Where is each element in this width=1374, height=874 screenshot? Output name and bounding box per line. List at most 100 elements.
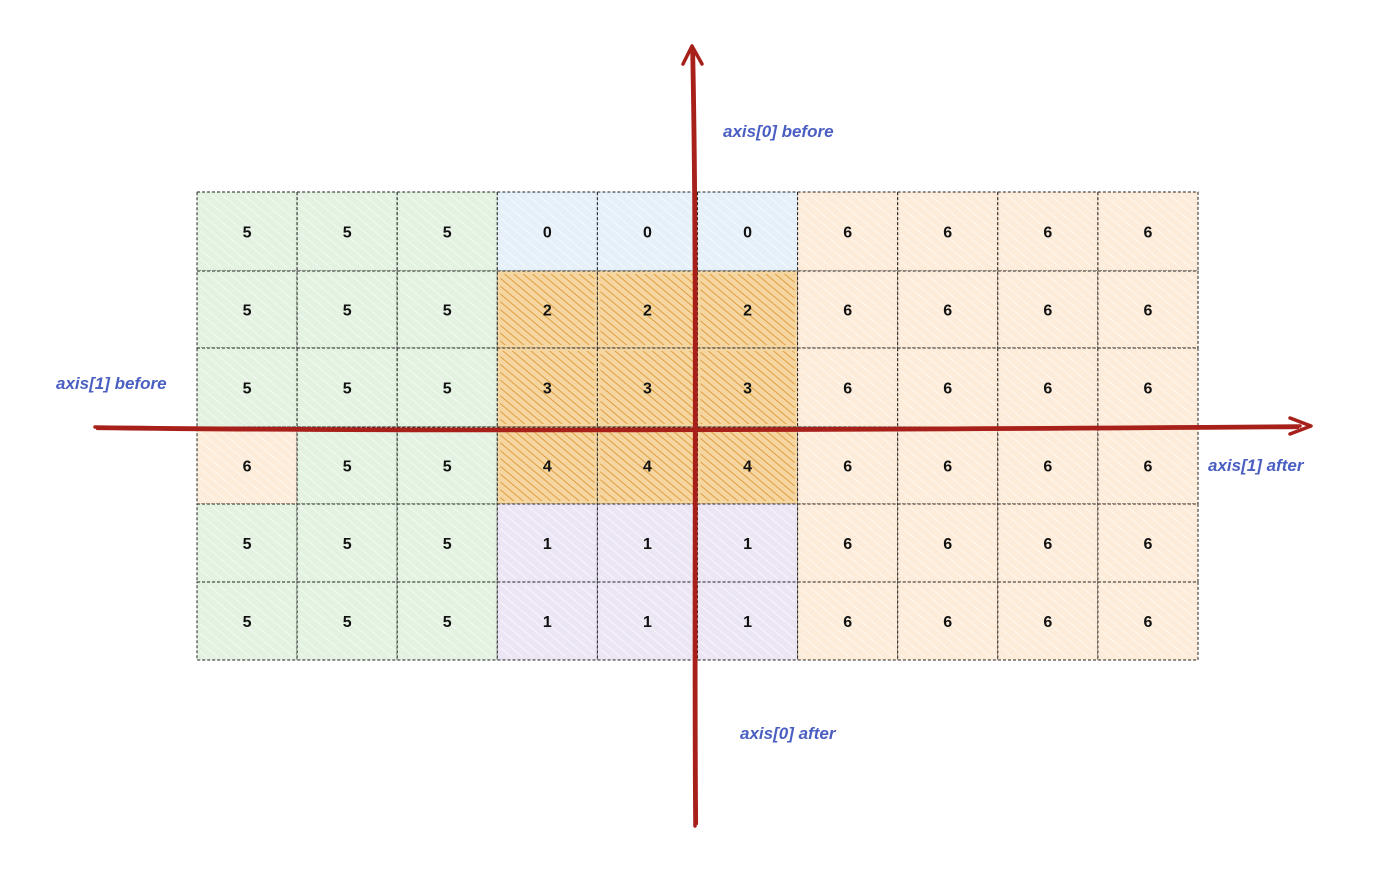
grid-cell: 0 (596, 191, 699, 272)
cell-hatch (1100, 430, 1195, 501)
cell-hatch (600, 585, 695, 657)
cell-border (1097, 581, 1199, 661)
cell-value: 0 (643, 225, 652, 242)
cell-value: 4 (543, 459, 552, 476)
cell-hatch (1000, 507, 1095, 579)
cell-value: 1 (543, 614, 552, 631)
axis1-arrowhead (1288, 416, 1313, 436)
cell-value: 6 (943, 459, 952, 476)
grid-cell: 6 (897, 191, 999, 272)
grid-cell: 6 (797, 426, 899, 505)
cell-value: 6 (1043, 225, 1052, 242)
cell-hatch (700, 430, 795, 501)
axis0-arrow-line (690, 48, 697, 828)
grid-cell: 6 (797, 503, 899, 583)
grid-cell: 6 (797, 347, 899, 428)
cell-hatch (800, 351, 895, 424)
axis0-arrowhead (681, 44, 704, 66)
cell-border (496, 191, 598, 272)
cell-value: 4 (643, 459, 652, 476)
grid-cell: 1 (697, 503, 799, 583)
grid-cell: 6 (997, 426, 1099, 505)
grid-cell: 5 (396, 347, 498, 428)
cell-hatch (400, 351, 495, 424)
cell-value: 6 (843, 381, 852, 398)
cell-value: 5 (243, 303, 252, 320)
grid-cell: 5 (396, 581, 498, 661)
cell-border (596, 503, 699, 583)
cell-hatch (900, 274, 995, 345)
cell-border (296, 581, 398, 661)
grid-cell: 6 (997, 347, 1099, 428)
cell-border (797, 503, 899, 583)
cell-value: 1 (643, 536, 652, 553)
grid-cell: 3 (496, 347, 598, 428)
grid-cell: 0 (697, 191, 799, 272)
cell-hatch (1000, 430, 1095, 501)
cell-hatch (300, 274, 395, 345)
cell-hatch (1100, 351, 1195, 424)
cell-hatch (700, 274, 795, 345)
cell-border (697, 347, 799, 428)
axes (93, 44, 1313, 828)
cell-value: 6 (843, 225, 852, 242)
cell-border (396, 191, 498, 272)
cell-hatch (300, 585, 395, 657)
cell-value: 6 (1043, 536, 1052, 553)
cell-value: 6 (1043, 303, 1052, 320)
grid-cell: 2 (697, 270, 799, 349)
cell-value: 5 (443, 303, 452, 320)
cell-value: 5 (343, 303, 352, 320)
cell-value: 2 (743, 303, 752, 320)
grid-cell: 6 (797, 581, 899, 661)
grid-cell: 5 (296, 581, 398, 661)
grid-cell: 1 (496, 581, 598, 661)
cell-hatch (700, 351, 795, 424)
grid-cell: 1 (596, 581, 699, 661)
cell-hatch (900, 351, 995, 424)
cell-value: 5 (343, 536, 352, 553)
cell-hatch (200, 585, 295, 657)
grid-cell: 6 (897, 347, 999, 428)
grid-cell: 5 (196, 270, 298, 349)
cell-value: 0 (543, 225, 552, 242)
cell-hatch (1100, 585, 1195, 657)
axis0-arrow-line-sketch (692, 50, 699, 826)
cell-value: 6 (843, 614, 852, 631)
cell-border (897, 191, 999, 272)
cell-value: 1 (543, 536, 552, 553)
cell-hatch (200, 430, 295, 501)
cell-border (196, 581, 298, 661)
grid-cell: 6 (1097, 581, 1199, 661)
cell-border (897, 581, 999, 661)
cell-value: 6 (843, 459, 852, 476)
cell-border (396, 503, 498, 583)
cell-value: 5 (243, 381, 252, 398)
grid-cell: 6 (797, 191, 899, 272)
cell-hatch (500, 274, 595, 345)
cell-hatch (300, 351, 395, 424)
axis1-before-label: axis[1] before (56, 374, 167, 393)
grid-cell: 6 (797, 270, 899, 349)
cell-hatch (400, 585, 495, 657)
grid-cell: 4 (697, 426, 799, 505)
cell-border (296, 347, 398, 428)
cell-border (496, 503, 598, 583)
cell-value: 5 (343, 381, 352, 398)
grid-cell: 6 (997, 191, 1099, 272)
cell-border (496, 581, 598, 661)
grid-cell: 5 (196, 191, 298, 272)
cell-value: 6 (843, 536, 852, 553)
cell-hatch (800, 274, 895, 345)
cell-border (1097, 191, 1199, 272)
cell-hatch (900, 507, 995, 579)
grid-cell: 6 (897, 270, 999, 349)
axis0-after-label: axis[0] after (740, 724, 836, 743)
grid-cell: 6 (1097, 503, 1199, 583)
cell-hatch (1100, 507, 1195, 579)
cell-value: 6 (1143, 381, 1152, 398)
cell-hatch (200, 195, 295, 268)
cell-value: 2 (643, 303, 652, 320)
grid-cell: 6 (1097, 347, 1199, 428)
